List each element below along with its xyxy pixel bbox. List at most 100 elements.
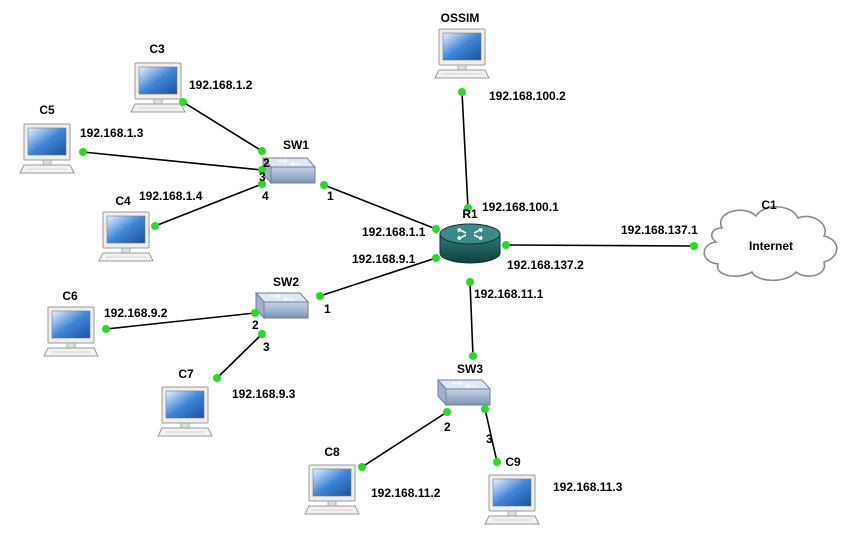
node-c6[interactable] [43, 306, 99, 357]
port-dot [432, 225, 440, 233]
computer-icon [484, 474, 540, 525]
port-dot [179, 98, 187, 106]
node-sw1[interactable] [262, 157, 316, 184]
node-label-c9: C9 [505, 455, 521, 469]
port-dot [258, 180, 266, 188]
node-sw3[interactable] [437, 379, 491, 406]
port-label: 1 [327, 189, 334, 203]
ip-label-r1-sw3: 192.168.11.1 [474, 287, 544, 301]
link-c4-sw1 [154, 183, 263, 227]
port-dot [464, 204, 472, 212]
ip-label-r1-ossim: 192.168.100.1 [482, 200, 559, 214]
computer-icon [43, 306, 99, 357]
computer-icon [157, 386, 213, 437]
node-c7[interactable] [157, 386, 213, 437]
node-label-c5: C5 [39, 103, 55, 117]
link-c6-sw2 [105, 312, 256, 330]
node-r1[interactable] [439, 223, 501, 264]
switch-icon [437, 379, 491, 406]
node-c5[interactable] [19, 123, 75, 174]
router-icon [439, 223, 501, 264]
node-c3[interactable] [130, 62, 186, 113]
computer-icon [98, 211, 154, 262]
port-dot [502, 241, 510, 249]
port-dot [316, 292, 324, 300]
cloud-icon [703, 206, 838, 282]
ip-label-c6: 192.168.9.2 [104, 306, 168, 320]
internet-cloud[interactable]: Internet [703, 206, 838, 282]
port-dot [79, 148, 87, 156]
port-dot [251, 309, 259, 317]
port-dot [258, 330, 266, 338]
links [82, 91, 695, 468]
port-dot [320, 181, 328, 189]
computer-icon [434, 28, 490, 79]
node-ossim[interactable] [434, 28, 490, 79]
ip-label-c7: 192.168.9.3 [232, 387, 296, 401]
port-dot [258, 147, 266, 155]
port-label: 1 [324, 302, 331, 316]
port-dot [358, 463, 366, 471]
node-label-c1: C1 [761, 198, 777, 212]
ip-label-r1-sw2: 192.168.9.1 [352, 252, 416, 266]
ip-label-c4: 192.168.1.4 [139, 189, 203, 203]
link-c9-sw3 [484, 408, 498, 463]
port-dot [258, 166, 266, 174]
ip-label-c8: 192.168.11.2 [371, 486, 441, 500]
port-dot [151, 222, 159, 230]
node-label-c8: C8 [324, 445, 340, 459]
port-dot [481, 405, 489, 413]
link-c5-sw1 [82, 151, 263, 171]
port-dot [443, 408, 451, 416]
port-label: 3 [263, 340, 270, 354]
ip-label-c1: 192.168.137.1 [621, 223, 698, 237]
port-dot [493, 458, 501, 466]
link-sw1-r1 [323, 184, 437, 230]
ip-label-r1-c1: 192.168.137.2 [507, 258, 584, 272]
port-dot [432, 254, 440, 262]
computer-icon [304, 464, 360, 515]
node-label-c3: C3 [149, 42, 165, 56]
port-label: 3 [486, 432, 493, 446]
port-dot [469, 352, 477, 360]
port-dot [466, 278, 474, 286]
node-label-sw3: SW3 [457, 362, 483, 376]
port-dots [79, 88, 698, 471]
node-label-c4: C4 [115, 194, 131, 208]
node-label-sw2: SW2 [273, 275, 299, 289]
computer-icon [130, 62, 186, 113]
port-label: 2 [263, 156, 270, 170]
computer-icon [19, 123, 75, 174]
link-r1-sw3 [469, 281, 474, 357]
ip-label-c9: 192.168.11.3 [553, 480, 623, 494]
node-sw2[interactable] [255, 292, 309, 319]
port-label: 4 [262, 189, 269, 203]
node-c8[interactable] [304, 464, 360, 515]
node-c9[interactable] [484, 474, 540, 525]
port-label: 2 [252, 318, 259, 332]
switch-icon [262, 157, 316, 184]
ip-label-r1-sw1: 192.168.1.1 [362, 225, 426, 239]
node-label-ossim: OSSIM [441, 11, 480, 25]
link-r1-c1 [505, 244, 695, 247]
port-label: 2 [444, 420, 451, 434]
link-c8-sw3 [361, 411, 448, 468]
node-c4[interactable] [98, 211, 154, 262]
port-dot [458, 88, 466, 96]
port-label: 3 [259, 170, 266, 184]
link-c7-sw2 [216, 333, 263, 379]
node-label-r1: R1 [462, 207, 478, 221]
ip-label-ossim: 192.168.100.2 [489, 89, 566, 103]
ip-label-c3: 192.168.1.2 [189, 78, 253, 92]
cloud-text: Internet [749, 239, 793, 253]
switch-icon [255, 292, 309, 319]
link-ossim-r1 [461, 91, 469, 209]
link-r1-sw2 [319, 257, 437, 297]
node-label-c6: C6 [62, 289, 78, 303]
port-dot [213, 374, 221, 382]
port-dot [690, 242, 698, 250]
node-label-c7: C7 [178, 367, 194, 381]
ip-label-c5: 192.168.1.3 [80, 126, 144, 140]
